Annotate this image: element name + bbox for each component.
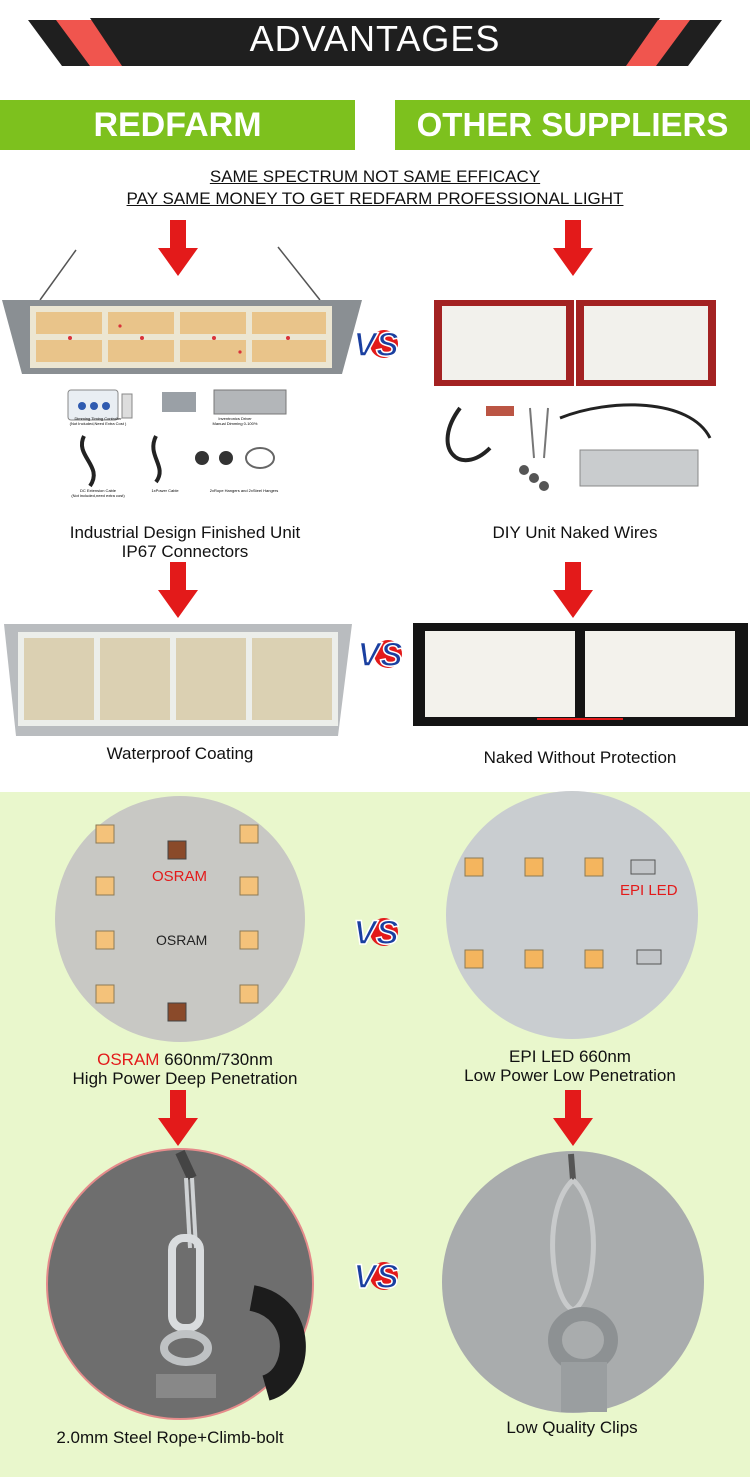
down-arrow-icon (158, 1090, 198, 1146)
svg-text:VS: VS (357, 636, 403, 674)
clip-image (442, 1151, 704, 1413)
caption-line: EPI LED 660nm (509, 1047, 631, 1066)
waterproof-board-image (4, 624, 352, 736)
svg-text:VS: VS (353, 326, 399, 364)
driver-label: Inventronics Driver (218, 416, 252, 421)
epi-chips-image (446, 791, 698, 1039)
power-cable-label: 1xPower Cable (151, 488, 179, 493)
down-arrow-icon (553, 1090, 593, 1146)
svg-text:VS: VS (353, 1258, 399, 1296)
header-banner (28, 18, 722, 66)
steel-rope-image (46, 1148, 314, 1420)
down-arrow-icon (553, 220, 593, 276)
controller-label: Dimming Timing Controller (74, 416, 122, 421)
hangers-label: 2xRope Hangers and 2xSteel Hangers (209, 488, 279, 493)
vs-icon: VS (357, 635, 404, 675)
caption-line: Low Power Low Penetration (464, 1066, 676, 1085)
other-caption-3: EPI LED 660nm Low Power Low Penetration (420, 1047, 720, 1085)
accessory-controller-label: Dimming Timing Controller (Not Included,… (66, 416, 130, 426)
redfarm-caption-2: Waterproof Coating (106, 744, 254, 763)
caption-brand: OSRAM (97, 1050, 160, 1069)
subtitle-line-1: SAME SPECTRUM NOT SAME EFFICACY (209, 167, 541, 186)
svg-text:VS: VS (353, 914, 399, 952)
diy-kit-image (434, 300, 716, 491)
redfarm-caption-4: 2.0mm Steel Rope+Climb-bolt (56, 1428, 284, 1447)
subtitle-line-2: PAY SAME MONEY TO GET REDFARM PROFESSION… (126, 189, 624, 208)
caption-wavelength: 660nm/730nm (159, 1050, 273, 1069)
dc-cable-label: DC Extension Cable (79, 488, 117, 493)
dc-cable-note: (Not included,need extra cost) (71, 493, 125, 498)
driver-note: Manual Dimming 0-100% (212, 421, 258, 426)
caption-line: High Power Deep Penetration (72, 1069, 298, 1088)
down-arrow-icon (158, 562, 198, 618)
vs-icon: VS (353, 1257, 400, 1297)
osram-label: OSRAM (156, 932, 208, 948)
down-arrow-icon (158, 220, 198, 276)
accessory-driver-label: Inventronics Driver Manual Dimming 0-100… (195, 416, 275, 426)
redfarm-caption-3: OSRAM 660nm/730nm High Power Deep Penetr… (40, 1050, 330, 1088)
accessories-image (67, 389, 287, 488)
down-arrow-icon (553, 562, 593, 618)
naked-board-image (413, 623, 748, 726)
redfarm-caption-1: Industrial Design Finished Unit IP67 Con… (40, 523, 330, 561)
page-title: ADVANTAGES (249, 18, 501, 59)
tab-other-suppliers: OTHER SUPPLIERS (395, 100, 750, 150)
caption-line: IP67 Connectors (121, 542, 249, 561)
redfarm-light-image (2, 246, 362, 374)
accessory-dc-cable-label: DC Extension Cable (Not included,need ex… (66, 488, 130, 498)
other-caption-1: DIY Unit Naked Wires (492, 523, 658, 542)
epi-led-label: EPI LED (620, 882, 678, 899)
other-caption-4: Low Quality Clips (506, 1418, 638, 1437)
controller-note: (Not Included,Need Extra Cost ) (69, 421, 127, 426)
osram-chips-image (55, 796, 305, 1042)
other-caption-2: Naked Without Protection (483, 748, 677, 767)
caption-line: Industrial Design Finished Unit (69, 523, 301, 542)
vs-icon: VS (353, 325, 400, 365)
osram-label-red: OSRAM (152, 868, 208, 885)
tab-redfarm: REDFARM (0, 100, 355, 150)
vs-icon: VS (353, 913, 400, 953)
